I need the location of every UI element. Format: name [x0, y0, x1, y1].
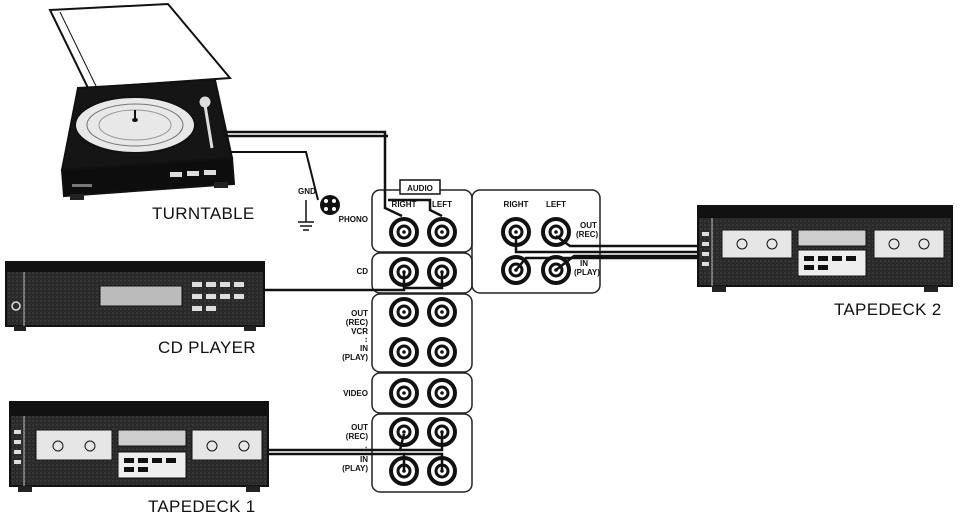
rca-jack-icon [389, 456, 419, 486]
rca-jacks [389, 217, 571, 486]
cd-player-illustration [5, 261, 265, 331]
turntable-label: TURNTABLE [152, 204, 255, 223]
audio-label-box: AUDIO [399, 179, 441, 195]
panel-label-vcr4: ↕ [364, 335, 368, 344]
rca-jack-icon [501, 217, 531, 247]
panel-label-tp4: IN [360, 455, 368, 464]
panel-label-tp3: ↕ [364, 444, 368, 453]
receiver-rear-panel [371, 189, 601, 493]
panel-label-vcr6: (PLAY) [342, 353, 368, 362]
panel-label-tp2: (REC) [346, 432, 369, 441]
rca-jack-icon [389, 378, 419, 408]
tapedeck-2-label: TAPEDECK 2 [834, 300, 942, 319]
panel-label-vcr5: IN [360, 344, 368, 353]
rca-jack-icon [389, 297, 419, 327]
rca-jack-icon [389, 417, 419, 447]
panel-label-audio: AUDIO [407, 184, 433, 193]
panel-label-tp1: OUT [351, 423, 368, 432]
panel-label-gnd: GND [298, 187, 316, 196]
panel-label-phono: PHONO [339, 215, 368, 224]
panel-label-t2i2: (PLAY) [574, 268, 600, 277]
panel-label-left: LEFT [432, 200, 452, 209]
tapedeck-1-label: TAPEDECK 1 [148, 497, 256, 516]
panel-label-right: RIGHT [392, 200, 417, 209]
panel-label-vcr1: OUT [351, 309, 368, 318]
panel-label-t2i1: IN [580, 259, 588, 268]
turntable-illustration [48, 2, 236, 200]
rca-jack-icon [427, 297, 457, 327]
panel-label-t2r: RIGHT [504, 200, 529, 209]
tapedeck-1-illustration [9, 401, 269, 492]
cables [222, 130, 698, 470]
ground-terminal: GND [298, 187, 340, 231]
panel-label-video: VIDEO [343, 389, 368, 398]
panel-label-tp5: (PLAY) [342, 464, 368, 473]
rca-jack-icon [427, 378, 457, 408]
panel-label-vcr2: (REC) [346, 318, 369, 327]
rca-jack-icon [427, 337, 457, 367]
ground-icon [298, 200, 314, 231]
rca-jack-icon [389, 337, 419, 367]
panel-label-cd: CD [356, 267, 368, 276]
panel-label-t2o2: (REC) [576, 230, 599, 239]
panel-label-t2l: LEFT [546, 200, 566, 209]
panel-label-vcr3: VCR [351, 327, 368, 336]
cd-player-label: CD PLAYER [158, 338, 256, 357]
panel-label-t2o1: OUT [580, 221, 597, 230]
rca-jack-icon [389, 217, 419, 247]
rca-jack-icon [427, 217, 457, 247]
tapedeck-2-illustration [697, 205, 953, 292]
rca-jack-icon [541, 217, 571, 247]
